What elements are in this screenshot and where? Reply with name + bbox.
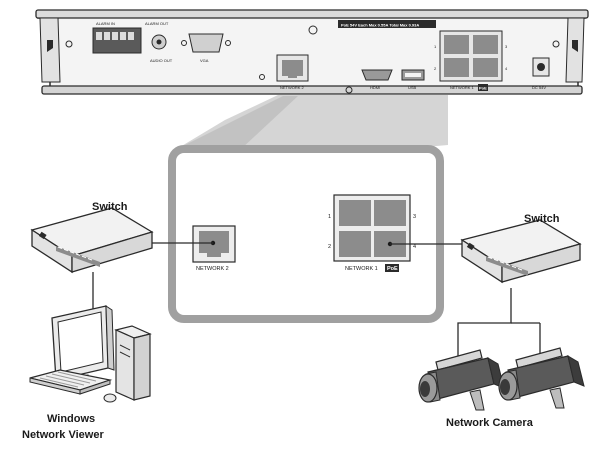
audio-out-label: AUDIO OUT — [150, 58, 173, 63]
alarm-in-label: ALARM IN — [96, 21, 115, 26]
zoom-projection-left — [175, 96, 298, 150]
right-switch-label: Switch — [524, 213, 560, 225]
pc-computer-icon — [29, 305, 152, 403]
zoom-port-number-1: 1 — [328, 214, 331, 220]
hdmi-label: HDMI — [370, 85, 380, 90]
zoom-poe-badge: PoE — [387, 266, 398, 272]
nvr-poe-badge: PoE — [479, 86, 487, 91]
zoom-port-number-4: 4 — [413, 244, 416, 250]
viewer-label-line2: Network Viewer — [22, 429, 104, 441]
zoom-network1-poe-ports: 1 2 3 4 NETWORK 1 PoE — [328, 194, 416, 272]
ground-screw-icon — [308, 25, 318, 35]
nvr-port-number-2: 2 — [434, 66, 437, 71]
zoom-network2-label: NETWORK 2 — [196, 266, 229, 272]
nvr-network2-label: NETWORK 2 — [280, 85, 305, 90]
poe-spec-label: PoE 54V Each Max 0.55A Total Max 0.93A — [341, 23, 419, 28]
left-switch-icon — [30, 207, 154, 274]
zoom-network2-port: NETWORK 2 — [192, 225, 236, 272]
network-camera-label: Network Camera — [446, 417, 534, 429]
network-camera-2-icon — [498, 347, 585, 409]
poe-spec-strip — [338, 20, 436, 28]
nvr-network1-poe-ports: 1 2 3 4 NETWORK 1 PoE — [434, 30, 508, 91]
dc-label: DC 54V — [532, 85, 546, 90]
zoom-network1-label: NETWORK 1 — [345, 266, 378, 272]
nvr-screw-icon — [345, 86, 353, 94]
zoom-detail-box: NETWORK 2 1 2 3 4 NETWORK 1 PoE — [168, 145, 444, 323]
right-switch-icon — [460, 219, 582, 284]
nvr-network1-label: NETWORK 1 — [450, 85, 475, 90]
cable-right-switch-to-cameras — [457, 288, 512, 358]
nvr-port-number-1: 1 — [434, 44, 437, 49]
nvr-port-number-3: 3 — [505, 44, 508, 49]
nvr-port-number-4: 4 — [505, 66, 508, 71]
network-camera-1-icon — [418, 349, 505, 411]
alarm-terminal-block: ALARM IN ALARM OUT — [92, 21, 169, 54]
zoom-port-number-2: 2 — [328, 244, 331, 250]
vga-port: VGA — [181, 33, 231, 63]
left-switch-label: Switch — [92, 201, 128, 213]
hdmi-port: HDMI — [361, 69, 393, 90]
vga-label: VGA — [200, 58, 209, 63]
viewer-label-line1: Windows — [47, 413, 95, 425]
usb-label: USB — [408, 85, 417, 90]
dc-power-jack: DC 54V — [532, 57, 550, 90]
nvr-rear-panel: ALARM IN ALARM OUT AUDIO OUT VGA PoE 54V… — [35, 9, 589, 95]
zoom-port-number-3: 3 — [413, 214, 416, 220]
alarm-out-label: ALARM OUT — [145, 21, 169, 26]
nvr-network2-port: NETWORK 2 — [259, 54, 309, 90]
usb-port: USB — [401, 69, 425, 90]
